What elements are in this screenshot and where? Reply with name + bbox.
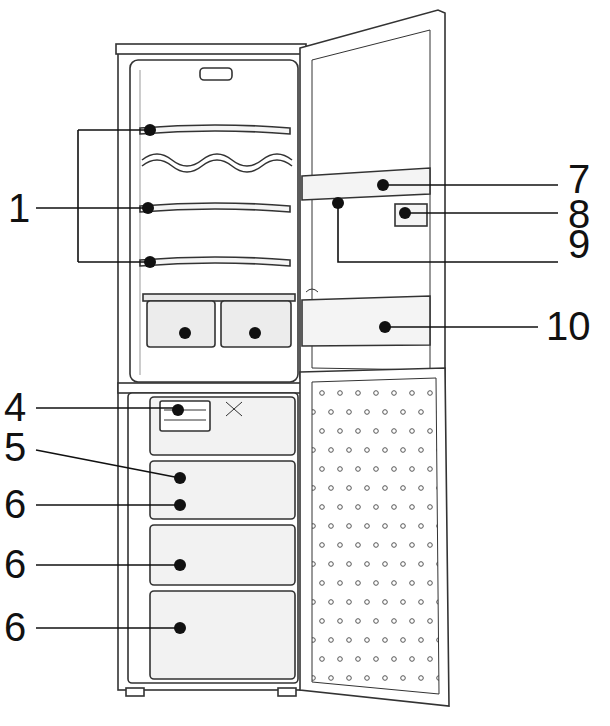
divider xyxy=(118,383,302,393)
fridge-body xyxy=(116,44,306,696)
dot xyxy=(399,207,411,219)
crisper-drawer xyxy=(221,301,291,347)
freezer-drawer xyxy=(150,591,295,679)
ice-tray xyxy=(160,401,210,431)
dot xyxy=(172,404,184,416)
leader-line xyxy=(338,203,558,262)
crisper-drawer xyxy=(147,301,215,347)
wine-rack xyxy=(142,154,292,172)
dot xyxy=(179,327,191,339)
dot xyxy=(144,256,156,268)
door-shelf xyxy=(302,168,430,200)
leader-lines xyxy=(36,130,558,628)
bracket xyxy=(36,130,150,262)
fridge-interior xyxy=(130,60,298,382)
bin-clip xyxy=(306,289,318,292)
callout-dots xyxy=(142,124,411,634)
shelf xyxy=(140,125,290,134)
shelf xyxy=(140,257,290,266)
dot xyxy=(249,327,261,339)
dot xyxy=(174,499,186,511)
callout-number: 4 xyxy=(4,387,26,427)
callout-number: 9 xyxy=(568,224,590,264)
freezer-drawer xyxy=(150,397,295,455)
dot xyxy=(377,179,389,191)
foot xyxy=(126,688,144,696)
mark xyxy=(226,402,242,416)
leader-line xyxy=(36,504,180,506)
freezer-drawer xyxy=(150,461,295,519)
callout-number: 6 xyxy=(4,544,26,584)
back-wall xyxy=(140,70,141,375)
top-cap xyxy=(116,44,306,54)
door-compartment xyxy=(395,204,427,226)
leader-line xyxy=(36,627,180,629)
light xyxy=(200,68,232,80)
door-bin xyxy=(302,296,430,346)
callout-number: 6 xyxy=(4,484,26,524)
dot xyxy=(174,622,186,634)
fridge-door xyxy=(300,10,445,384)
callout-number: 6 xyxy=(4,607,26,647)
freezer-drawer xyxy=(150,525,295,585)
freezer-door xyxy=(300,368,449,706)
crisper-cover xyxy=(143,294,295,301)
leader-line xyxy=(36,564,180,566)
dot xyxy=(142,202,154,214)
door-dots xyxy=(312,378,439,694)
leader-line xyxy=(385,326,538,328)
dot xyxy=(332,197,344,209)
callout-number: 7 xyxy=(568,159,590,199)
dot xyxy=(144,124,156,136)
callout-number: 5 xyxy=(4,427,26,467)
foot xyxy=(278,688,296,696)
doors xyxy=(300,10,449,706)
leader-line xyxy=(36,407,178,409)
freezer-interior xyxy=(128,393,298,683)
callout-number: 10 xyxy=(546,306,591,346)
leader-line xyxy=(36,450,180,478)
ice-tray-ribs xyxy=(164,410,206,420)
leader-line xyxy=(383,184,558,186)
dot xyxy=(379,321,391,333)
shelf xyxy=(140,203,290,212)
cabinet xyxy=(118,50,302,690)
dot xyxy=(174,472,186,484)
leader-line xyxy=(405,212,558,214)
dot xyxy=(174,559,186,571)
callout-number: 1 xyxy=(8,188,30,228)
